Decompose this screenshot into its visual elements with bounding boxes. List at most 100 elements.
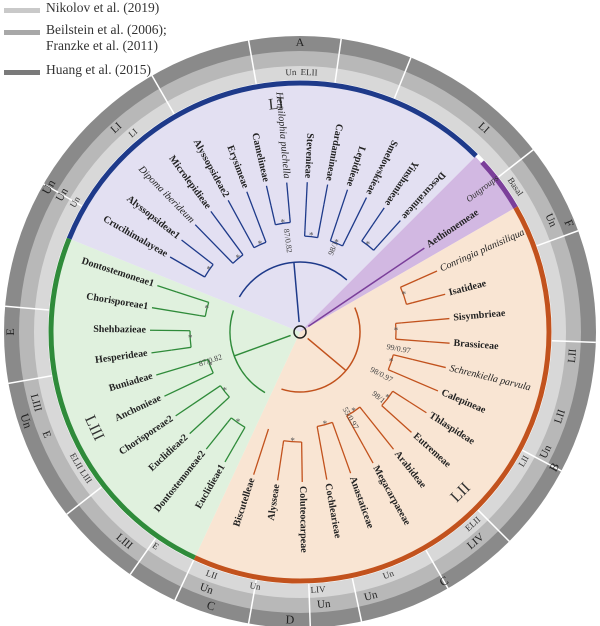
branch [176,291,209,303]
branch [205,422,229,450]
branch [187,266,206,278]
branch [341,240,346,247]
branch [224,396,230,402]
ring-divider [151,75,175,115]
lineage-III-arc [48,237,196,560]
branch [338,440,352,474]
branch [323,184,329,205]
branch [151,307,200,317]
branch [361,224,374,242]
ring-divider [498,149,534,178]
branch [204,302,210,317]
branch [344,197,368,241]
support-star: * [389,356,394,366]
branch [395,322,402,325]
branch [233,334,291,357]
branch [253,428,270,475]
branch [393,354,413,361]
support-star: * [258,239,263,249]
branch [199,314,206,318]
branch [228,258,234,264]
basal-arc [480,160,518,209]
branch [222,227,244,256]
inner-ring-label: Un [249,580,262,592]
branch [265,185,272,206]
support-label: 87/0.82 [282,228,294,253]
taxon-label: Coluteocarpeae [297,486,309,553]
branch [194,372,214,383]
branch [227,200,246,231]
taxon-label: Stevenieae [302,133,315,179]
ring-divider [425,549,449,589]
branch [412,293,446,304]
support-star: * [366,239,371,249]
branch [270,205,277,225]
ring-divider [351,578,363,622]
support-star: * [236,417,241,427]
branch [281,307,361,393]
branch [317,204,325,238]
ring-divider [43,183,83,207]
branch [277,446,284,481]
ring-divider [129,537,157,575]
legend-swatch [4,70,40,75]
branch [331,422,340,442]
branch [381,405,387,411]
mid-ring-label: LII [566,348,579,363]
branch [293,262,300,323]
branch [246,191,265,237]
legend-text: Beilstein et al. (2006); Franzke et al. … [46,22,167,53]
ring-divider [5,305,50,311]
ring-divider [522,449,562,472]
support-star: * [208,360,213,370]
mid-ring-label: E [40,429,54,440]
support-star: * [351,406,356,416]
ring-divider [247,40,257,84]
branch [171,346,192,351]
branch [191,385,221,406]
branch [330,240,343,247]
branch [385,409,412,433]
branch [381,390,394,407]
branch [181,239,209,262]
support-star: * [222,386,227,396]
inner-ring-label: Un [68,194,82,209]
taxon-label: Alysseae [266,483,282,521]
support-star: * [394,325,399,335]
support-star: * [290,436,295,446]
support-label: 99/0.97 [386,342,411,355]
branch [362,445,374,464]
branch [194,224,230,260]
support-star: * [188,333,193,343]
branch [395,338,430,343]
lineage-II-sector [195,208,548,580]
clade-label-LI: LI [268,95,285,113]
lineage-II-arc [193,206,552,584]
branch [243,229,255,249]
support-star: * [323,419,328,429]
inner-ring-label: ELII [300,67,317,78]
branch [189,400,226,435]
branch [418,270,438,280]
branch [202,358,209,362]
branch [388,369,395,373]
legend-item: Nikolov et al. (2019) [4,0,159,16]
basal-sector [300,156,515,332]
branch [289,216,291,223]
mid-ring-label: Un [543,212,560,230]
outer-ring-label: Un [17,412,35,430]
outer-ring-label: E [3,328,17,335]
inner-ring-label: LII [516,454,530,469]
branch [164,381,196,397]
ring-divider [393,57,412,99]
lineage-I-sector [70,84,476,333]
branch [151,349,172,354]
support-star: * [402,290,407,300]
outer-ring-label: A [296,35,305,49]
branch [307,247,425,328]
branch [263,236,267,243]
branch [363,411,395,450]
legend-swatch [4,8,40,13]
inner-ring-label: E [151,540,162,552]
